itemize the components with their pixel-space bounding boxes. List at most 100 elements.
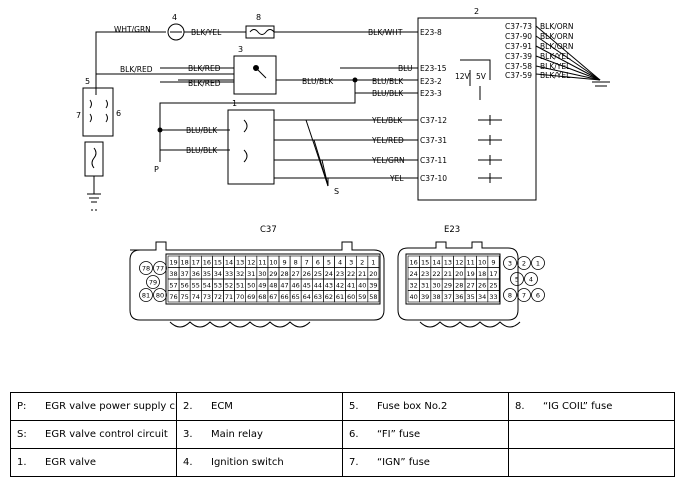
terminal-c37-11: C37-11 <box>420 156 447 165</box>
e23-pin-label: 19 <box>467 270 475 278</box>
e23-pin-label: 9 <box>491 259 495 267</box>
e23-round-pin-label: 5 <box>515 276 519 284</box>
label-blu-blk-valve2: BLU/BLK <box>186 146 218 155</box>
legend-key: 6. <box>349 429 359 440</box>
e23-pin-label: 16 <box>410 259 418 267</box>
legend-cell: P:EGR valve power supply circuit <box>10 392 177 421</box>
legend-text: Fuse box No.2 <box>377 401 448 412</box>
wiring-diagram: WHT/GRN BLK/YEL BLK/WHT BLK/RED BLK/RED … <box>76 7 610 328</box>
c37-pin-label: 37 <box>181 270 189 278</box>
e23-pin-label: 15 <box>421 259 429 267</box>
c37-pin-label: 44 <box>314 282 322 290</box>
label-blk-red-left: BLK/RED <box>120 65 153 74</box>
legend-cell: 8.“IG COIL” fuse <box>508 392 675 421</box>
e23-pin-label: 25 <box>489 282 497 290</box>
e23-pin-label: 12 <box>455 259 463 267</box>
label-blu: BLU <box>398 64 412 73</box>
c37-pin-label: 2 <box>360 259 364 267</box>
terminal-c37-91: C37-91 <box>505 42 532 51</box>
c37-round-pin <box>146 275 160 289</box>
e23-round-pin <box>517 256 531 270</box>
c37-pin-label: 20 <box>369 270 377 278</box>
c37-pin-label: 19 <box>169 259 177 267</box>
legend-key: S: <box>17 429 27 440</box>
label-yel-grn: YEL/GRN <box>371 156 405 165</box>
c37-pin-label: 26 <box>303 270 311 278</box>
c37-round-pin-label: 77 <box>156 265 164 273</box>
c37-pin-label: 35 <box>203 270 211 278</box>
c37-pin-label: 71 <box>225 293 233 301</box>
label-num-7: 7 <box>76 111 81 120</box>
e23-pin-label: 38 <box>432 293 440 301</box>
ecm-box <box>417 17 537 201</box>
c37-pin-label: 21 <box>358 270 366 278</box>
terminal-e23-2: E23-2 <box>420 77 442 86</box>
c37-pin-label: 61 <box>336 293 344 301</box>
label-blk-red-1: BLK/RED <box>188 64 221 73</box>
legend-key: 8. <box>515 401 525 412</box>
terminal-c37-73: C37-73 <box>505 22 532 31</box>
c37-pin-label: 74 <box>192 293 200 301</box>
c37-pin-label: 14 <box>225 259 233 267</box>
e23-round-pin <box>531 288 545 302</box>
e23-pin-label: 31 <box>421 282 429 290</box>
c37-pin-label: 13 <box>236 259 244 267</box>
c37-pin-label: 5 <box>327 259 331 267</box>
e23-pin-label: 36 <box>455 293 463 301</box>
e23-pin-cell <box>487 290 500 303</box>
label-blu-blk-mid: BLU/BLK <box>302 77 334 86</box>
terminal-c37-90: C37-90 <box>505 32 532 41</box>
e23-round-pin-label: 1 <box>536 260 540 268</box>
legend-cell: 4.Ignition switch <box>176 448 343 477</box>
c37-pin-label: 10 <box>269 259 277 267</box>
c37-pin-label: 16 <box>203 259 211 267</box>
c37-round-pin-label: 78 <box>142 265 150 273</box>
c37-pin-label: 76 <box>169 293 177 301</box>
e23-round-pin-label: 6 <box>536 292 540 300</box>
c37-pin-label: 51 <box>236 282 244 290</box>
c37-pin-label: 54 <box>203 282 211 290</box>
c37-round-pin-label: 79 <box>149 279 157 287</box>
e23-title: E23 <box>444 225 460 235</box>
e23-pin-label: 21 <box>444 270 452 278</box>
legend-text: EGR valve power supply circuit <box>45 401 176 412</box>
legend-cell <box>508 420 675 449</box>
legend-key: 1. <box>17 457 27 468</box>
legend-text: ECM <box>211 401 233 412</box>
e23-pin-label: 20 <box>455 270 463 278</box>
c37-pin-label: 59 <box>358 293 366 301</box>
e23-pin-label: 27 <box>467 282 475 290</box>
c37-pin-label: 50 <box>247 282 255 290</box>
c37-pin-label: 15 <box>214 259 222 267</box>
label-5v: 5V <box>476 72 487 81</box>
legend-cell: 6.“FI” fuse <box>342 420 509 449</box>
egr-valve-box <box>227 109 275 185</box>
e23-pin-label: 35 <box>467 293 475 301</box>
e23-round-pin-label: 3 <box>508 260 512 268</box>
c37-pin-label: 65 <box>292 293 300 301</box>
c37-pin-label: 58 <box>369 293 377 301</box>
terminal-c37-59: C37-59 <box>505 71 532 80</box>
e23-pin-label: 37 <box>444 293 452 301</box>
c37-pin-label: 49 <box>258 282 266 290</box>
legend-cell <box>508 448 675 477</box>
c37-pin-label: 42 <box>336 282 344 290</box>
label-yel: YEL <box>389 174 404 183</box>
label-gnd-blk-yel1: BLK/YEL <box>540 52 571 61</box>
c37-pin-label: 9 <box>282 259 286 267</box>
label-blu-blk-e23-3: BLU/BLK <box>372 89 404 98</box>
c37-pin-label: 56 <box>181 282 189 290</box>
legend-table: P:EGR valve power supply circuit2.ECM5.F… <box>10 392 675 477</box>
label-gnd-blk-yel2: BLK/YEL <box>540 62 571 71</box>
e23-pin-label: 30 <box>432 282 440 290</box>
terminal-c37-10: C37-10 <box>420 174 447 183</box>
c37-pin-label: 64 <box>303 293 311 301</box>
e23-round-pin-label: 8 <box>508 292 512 300</box>
terminal-e23-15: E23-15 <box>420 64 447 73</box>
e23-round-pin <box>503 256 517 270</box>
c37-pin-label: 62 <box>325 293 333 301</box>
legend-text: Ignition switch <box>211 457 284 468</box>
